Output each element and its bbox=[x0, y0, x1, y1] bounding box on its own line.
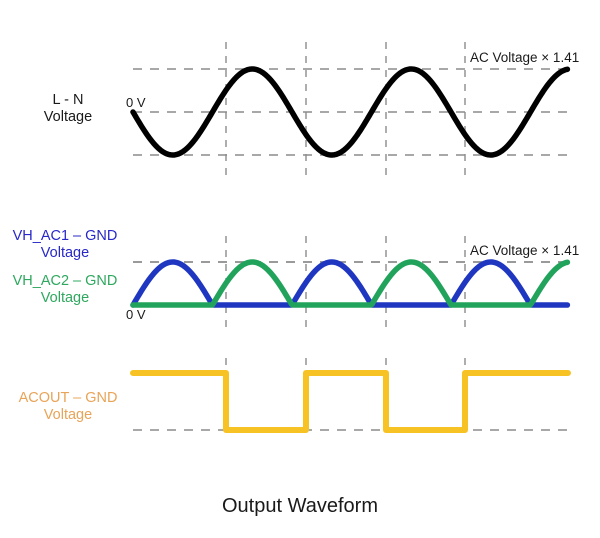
trace-vh-ac2-voltage bbox=[130, 259, 571, 308]
annotation-peak-voltage-middle: AC Voltage × 1.41 bbox=[470, 243, 580, 258]
label-vh-ac1-voltage: VH_AC1 – GND Voltage bbox=[12, 228, 118, 262]
label-ln-voltage: L - N Voltage bbox=[43, 92, 93, 126]
trace-ln-voltage bbox=[130, 66, 571, 158]
figure-title: Output Waveform bbox=[222, 495, 378, 517]
waveform-traces bbox=[130, 66, 571, 433]
trace-vh-ac1-voltage bbox=[130, 259, 571, 308]
label-vh-ac2-voltage: VH_AC2 – GND Voltage bbox=[12, 273, 118, 307]
trace-acout-voltage bbox=[130, 370, 571, 433]
annotation-peak-voltage-top: AC Voltage × 1.41 bbox=[470, 50, 580, 65]
zero-volt-label-top: 0 V bbox=[126, 95, 146, 110]
zero-volt-label-middle: 0 V bbox=[126, 307, 146, 322]
label-acout-voltage: ACOUT – GND Voltage bbox=[18, 390, 118, 424]
